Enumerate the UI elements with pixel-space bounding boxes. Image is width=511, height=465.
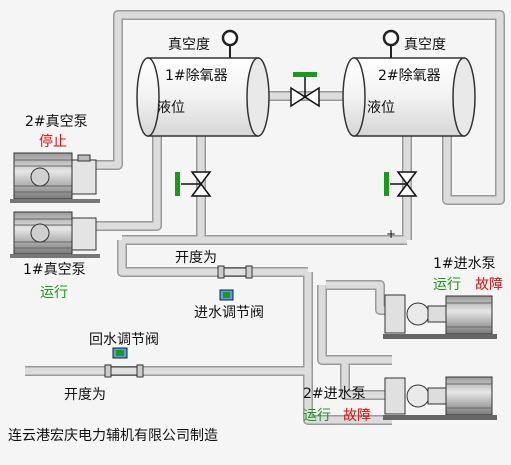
feed-pump-1-name: 1#进水泵 xyxy=(433,256,496,272)
feed-pump-2-fault-status: 故障 xyxy=(343,408,371,424)
return-control-valve-icon[interactable] xyxy=(104,347,144,378)
manufacturer-footer: 连云港宏庆电力辅机有限公司制造 xyxy=(8,428,218,444)
feed-valve-opening-label: 开度为 xyxy=(175,250,217,266)
feed-pump-2-icon[interactable] xyxy=(383,376,497,420)
feed-pump-1-fault-status: 故障 xyxy=(475,277,503,293)
vacuum-pump-1-name: 1#真空泵 xyxy=(23,262,86,278)
outlet-valve-1-icon[interactable] xyxy=(175,171,212,197)
vacuum-gauge-1-icon xyxy=(221,29,239,58)
return-valve-opening-label: 开度为 xyxy=(64,387,106,403)
deaerator-2-tank[interactable] xyxy=(342,57,476,137)
vacuum-pump-2-icon[interactable] xyxy=(10,152,100,203)
outlet-valve-2-icon[interactable] xyxy=(384,171,418,197)
vacuum-label-2: 真空度 xyxy=(404,37,446,53)
return-valve-name: 回水调节阀 xyxy=(89,332,159,348)
deaerator-2-level-label: 液位 xyxy=(367,100,395,116)
pipe-junction-marker: + xyxy=(386,227,397,241)
deaerator-1-name: 1#除氧器 xyxy=(165,68,228,84)
vacuum-pump-1-icon[interactable] xyxy=(10,211,100,258)
deaerator-2-name: 2#除氧器 xyxy=(378,68,441,84)
feed-pump-2-name: 2#进水泵 xyxy=(303,386,366,402)
feed-pump-1-run-status: 运行 xyxy=(433,277,461,293)
vacuum-pump-2-name: 2#真空泵 xyxy=(25,114,88,130)
deaerator-1-level-label: 液位 xyxy=(157,100,185,116)
vacuum-pump-1-status: 运行 xyxy=(40,285,68,301)
deaerator-1-tank[interactable] xyxy=(136,57,270,137)
feed-valve-name: 进水调节阀 xyxy=(194,305,264,321)
balance-valve-icon[interactable] xyxy=(290,72,320,108)
vacuum-pump-2-status: 停止 xyxy=(39,134,67,150)
feed-pump-2-run-status: 运行 xyxy=(303,408,331,424)
feed-control-valve-icon[interactable] xyxy=(217,265,253,301)
vacuum-gauge-2-icon xyxy=(382,29,400,58)
vacuum-label-1: 真空度 xyxy=(168,37,210,53)
feed-pump-1-icon[interactable] xyxy=(383,294,497,339)
